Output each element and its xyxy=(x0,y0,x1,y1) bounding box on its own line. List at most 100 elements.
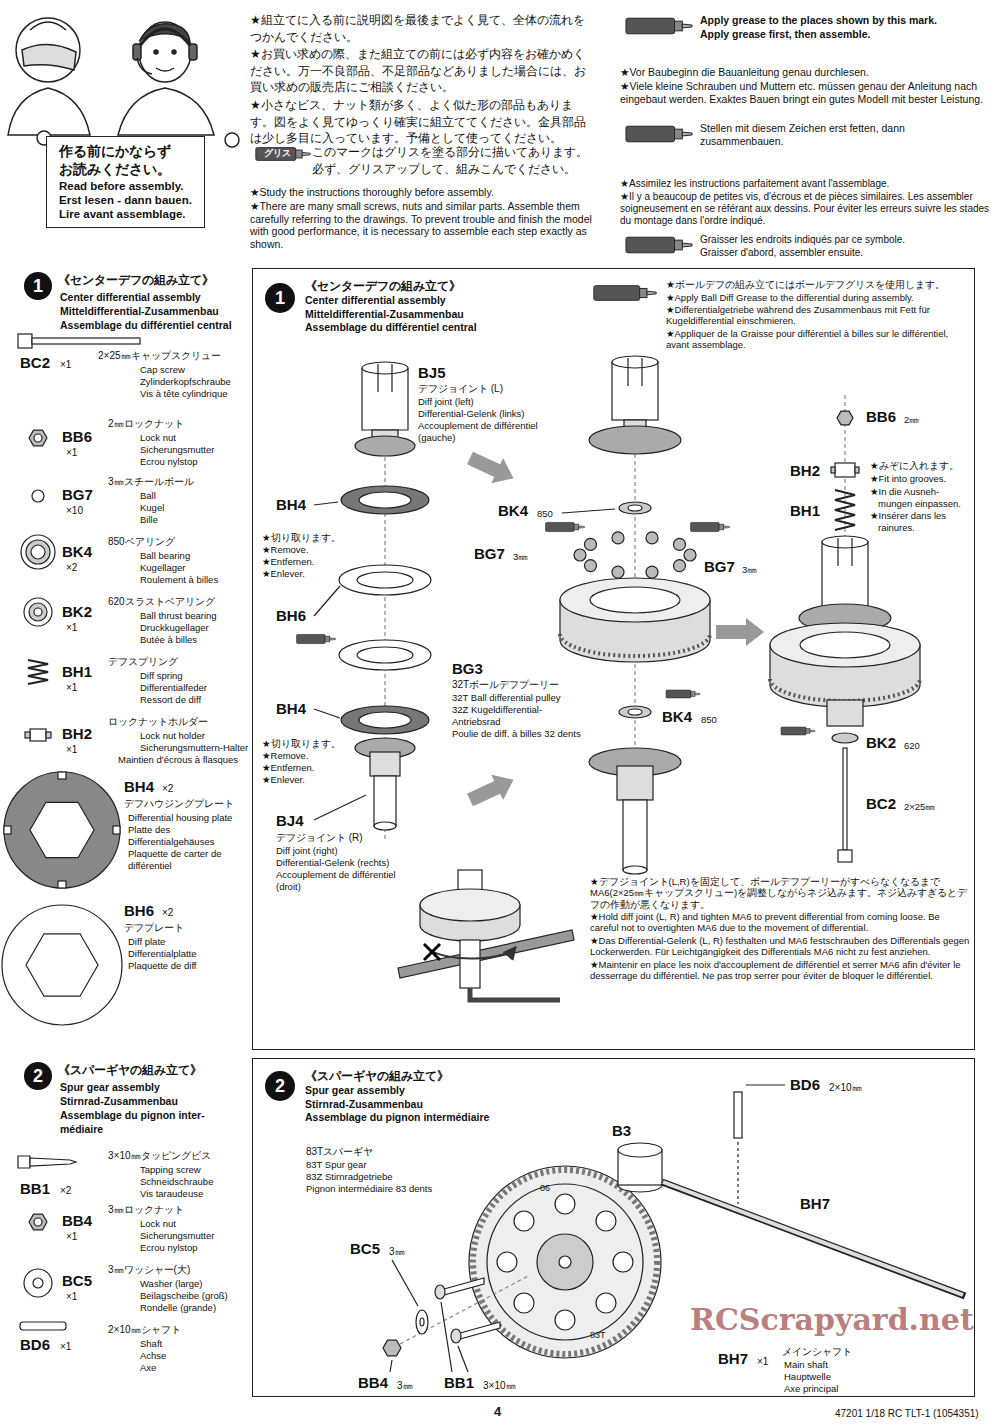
part-code: BG7 xyxy=(62,486,93,503)
label-text: ★Remove. xyxy=(262,750,309,761)
parts-list-icons xyxy=(34,1218,42,1226)
grease-marks xyxy=(666,690,700,698)
diff-exploded-view xyxy=(370,752,400,776)
part-code: BK4 xyxy=(662,708,692,725)
parts-list-icons xyxy=(31,545,45,559)
label-text: ★切り取ります。 xyxy=(262,532,341,543)
label-text: Differentialplatte xyxy=(128,948,196,959)
diff-exploded-view xyxy=(674,560,686,572)
label-text: Washer (large) xyxy=(140,1278,202,1289)
label-text: 32Z Kugeldifferential- xyxy=(452,704,542,715)
part-code: B3 xyxy=(612,1122,631,1139)
label-text: Apply grease to the places shown by this… xyxy=(700,14,937,27)
label-text: ★Maintenir en place les noix d'accouplem… xyxy=(590,959,970,982)
diff-exploded-view xyxy=(314,502,338,505)
diff-exploded-view xyxy=(464,445,519,491)
spur-gear-view xyxy=(514,1293,534,1313)
part-code: BG7 xyxy=(474,545,505,562)
label-text: 3㎜ xyxy=(513,551,528,562)
diff-exploded-view xyxy=(585,538,597,550)
parts-list-icons xyxy=(18,334,32,348)
part-code: BB4 xyxy=(358,1374,388,1391)
label-text: ロックナットホルダー xyxy=(108,716,208,728)
label-text: ×1 xyxy=(60,1341,71,1353)
label-text: ×2 xyxy=(162,907,173,919)
grease-marks xyxy=(626,126,692,142)
grease-marks xyxy=(781,727,815,735)
label-text: 620スラストベアリング xyxy=(108,596,215,608)
label-text: ★Enlever. xyxy=(262,568,305,579)
grease-marks xyxy=(626,237,692,253)
label-text: Stellen mit diesem Zeichen erst fetten, … xyxy=(700,122,980,147)
label-text: Ressort de diff xyxy=(140,694,201,705)
step-subtitle: Spur gear assembly xyxy=(305,1084,489,1098)
diff-exploded-view xyxy=(628,358,642,386)
label-text: 3㎜ xyxy=(742,564,757,575)
label-text: 3㎜ xyxy=(389,1246,405,1258)
part-code: BB1 xyxy=(20,1180,50,1197)
diff-exploded-view xyxy=(612,566,624,578)
part-code: BB4 xyxy=(62,1212,92,1229)
step-panel: 《スパーギヤの組み立て》Spur gear assemblyStirnrad-Z… xyxy=(252,1058,975,1397)
label-text: デフハウジングプレート xyxy=(124,798,234,810)
cartoon-mechanics xyxy=(225,133,239,147)
parts-list-icons xyxy=(26,934,98,996)
spur-gear-view xyxy=(400,1275,530,1344)
label-text: デフジョイント (R) xyxy=(276,832,363,844)
label-text: ★Entfernen. xyxy=(262,556,314,567)
label-text: 2㎜ロックナット xyxy=(108,418,184,430)
label-text: 850 xyxy=(701,714,717,725)
parts-list-icons xyxy=(29,430,47,446)
parts-list-icons xyxy=(58,881,66,888)
label-text: ★Fit into grooves. xyxy=(870,473,946,484)
diff-exploded-view xyxy=(560,634,710,656)
diff-exploded-view xyxy=(357,647,413,663)
diff-exploded-view xyxy=(838,850,852,862)
diff-exploded-view xyxy=(831,467,835,473)
label-text: Main shaft xyxy=(784,1359,828,1370)
step-number: 2 xyxy=(33,1066,43,1087)
part-code: BH4 xyxy=(124,778,154,795)
diff-exploded-view xyxy=(430,948,515,959)
spur-gear-view xyxy=(746,1084,785,1085)
diff-exploded-view xyxy=(716,618,764,646)
parts-list-icons xyxy=(26,540,50,564)
label-text: デフジョイント (L) xyxy=(418,383,503,395)
diff-exploded-view xyxy=(341,486,429,514)
label-text: Kugel xyxy=(140,502,164,513)
part-code: BH4 xyxy=(276,496,306,513)
diff-exploded-view xyxy=(628,505,642,511)
spur-gear-view xyxy=(420,1318,424,1326)
part-code: BK4 xyxy=(498,502,528,519)
label-text: Maintien d'écrous à flasques xyxy=(118,754,238,765)
diff-exploded-view xyxy=(843,748,847,850)
label-text: Sicherungsmutter xyxy=(140,444,214,455)
spur-gear-view xyxy=(734,1092,742,1138)
parts-list-icons xyxy=(29,603,47,621)
diff-exploded-view xyxy=(374,822,396,830)
part-code: BC5 xyxy=(62,1272,92,1289)
label-text: ★Differentialgetriebe während des Zusamm… xyxy=(666,304,971,327)
label-text: Ball bearing xyxy=(140,550,190,561)
label-text: 3㎜ワッシャー(大) xyxy=(108,1264,190,1276)
label-text: 3㎜スチールボール xyxy=(108,476,194,488)
label-text: ★Vor Baubeginn die Bauanleitung genau du… xyxy=(620,66,990,79)
step-subtitle: Mitteldifferential-Zusammenbau xyxy=(305,308,477,322)
diff-exploded-view xyxy=(589,426,681,454)
cartoon-mechanics xyxy=(137,58,152,74)
diff-exploded-view xyxy=(646,532,658,544)
diff-exploded-view xyxy=(341,706,429,734)
label-text: 3×10㎜ xyxy=(483,1380,516,1392)
cartoon-mechanics xyxy=(154,50,158,54)
parts-list-icons xyxy=(4,826,11,834)
part-code: BK2 xyxy=(866,734,896,751)
step-title: 《スパーギヤの組み立て》 xyxy=(305,1069,489,1084)
label-text: ★Enlever. xyxy=(262,774,305,785)
label-text: Sicherungsmutter xyxy=(140,1230,214,1241)
spur-gear-view xyxy=(451,1329,461,1343)
part-code: BH6 xyxy=(124,902,154,919)
label-text: ×1 xyxy=(66,622,77,634)
label-text: ×1 xyxy=(60,359,71,371)
diff-exploded-view xyxy=(424,944,440,960)
